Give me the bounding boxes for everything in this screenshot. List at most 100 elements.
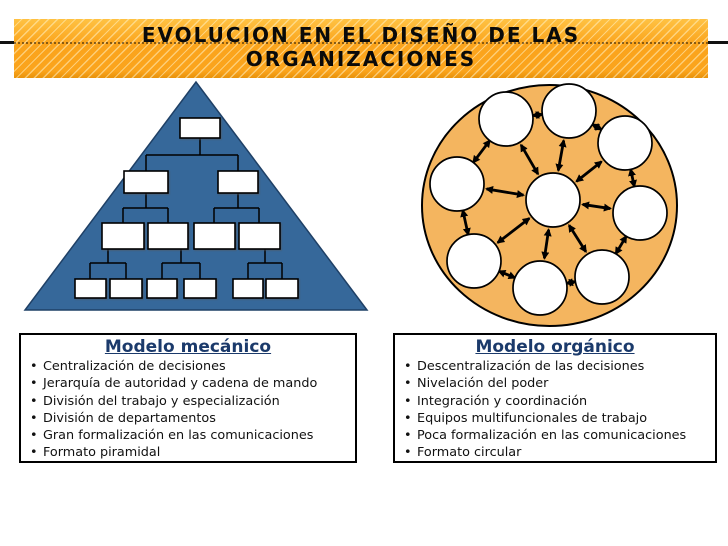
bullet-item: • Nivelación del poder (404, 375, 713, 392)
team-node (541, 83, 597, 139)
double-arrow (567, 223, 588, 254)
org-box-level-4 (232, 278, 264, 299)
bullet-dot: • (30, 410, 38, 426)
bullet-text: División del trabajo y especialización (43, 393, 280, 409)
organic-model-box: Modelo orgánico • Descentralización de la… (393, 333, 717, 463)
title-banner: EVOLUCION EN EL DISEÑO DE LAS ORGANIZACI… (14, 19, 708, 78)
mechanical-bullet-list: • Centralización de decisiones • Jerarquía … (21, 357, 355, 462)
bullet-text: Gran formalización en las comunicaciones (43, 428, 314, 444)
org-box-level-1 (179, 117, 221, 139)
slide-title-line1: EVOLUCION EN EL DISEÑO DE LAS (141, 23, 581, 47)
bullet-dot: • (30, 359, 38, 374)
bullet-item: • Equipos multifuncionales de trabajo (404, 410, 713, 427)
team-node (597, 115, 653, 171)
double-arrow (591, 122, 603, 132)
org-box-level-3 (193, 222, 236, 250)
bullet-item: • Centralización de decisiones (30, 358, 353, 375)
divider-line-right (705, 41, 728, 44)
slide-title-line2: ORGANIZACIONES (245, 46, 477, 71)
bullet-dot: • (404, 359, 412, 374)
bullet-text: Equipos multifuncionales de trabajo (417, 410, 648, 426)
bullet-text: Nivelación del poder (417, 376, 549, 392)
bullet-text: Formato circular (417, 445, 522, 461)
double-arrow (628, 167, 637, 189)
bullet-text: División de departamentos (43, 410, 216, 426)
org-box-level-4 (265, 278, 299, 299)
bullet-text: Jerarquía de autoridad y cadena de mando (43, 376, 318, 392)
bullet-text: Poca formalización en las comunicaciones (417, 428, 687, 444)
team-node (478, 91, 534, 147)
double-arrow (565, 278, 577, 287)
org-box-level-2 (217, 170, 259, 194)
bullet-dot: • (30, 376, 38, 392)
bullet-text: Integración y coordinación (417, 393, 588, 409)
team-node (574, 249, 630, 305)
connector-line (213, 193, 260, 223)
org-box-level-4 (109, 278, 143, 299)
org-box-level-2 (123, 170, 169, 194)
double-arrow (531, 110, 544, 120)
team-node (429, 156, 485, 212)
bullet-dot: • (404, 410, 412, 426)
double-arrow (485, 186, 525, 198)
bullet-item: • Formato piramidal (30, 444, 353, 461)
double-arrow (496, 217, 531, 244)
bullet-item: • Integración y coordinación (404, 393, 713, 410)
connector-line (247, 249, 283, 279)
banner-dotted-line (14, 42, 708, 44)
bullet-dot: • (30, 428, 38, 444)
bullet-item: • Poca formalización en las comunicacione… (404, 427, 713, 444)
bullet-item: • División del trabajo y especialización (30, 393, 353, 410)
mechanical-pyramid-diagram (23, 80, 369, 311)
bullet-text: Centralización de decisiones (43, 359, 226, 374)
connector-line (145, 138, 239, 171)
bullet-item: • Formato circular (404, 444, 713, 461)
connector-line (89, 249, 127, 279)
org-box-level-4 (183, 278, 217, 299)
bullet-dot: • (404, 428, 412, 444)
bullet-text: Descentralización de las decisiones (417, 359, 645, 374)
double-arrow (519, 143, 540, 176)
connector-line (161, 249, 201, 279)
team-node (446, 233, 502, 289)
bullet-dot: • (404, 393, 412, 409)
org-box-level-4 (146, 278, 178, 299)
org-box-level-4 (74, 278, 107, 299)
org-chart-connectors (89, 138, 283, 279)
double-arrow (472, 139, 491, 164)
bullet-dot: • (404, 376, 412, 392)
double-arrow (541, 228, 552, 260)
double-arrow (555, 138, 567, 173)
double-arrow (497, 269, 517, 280)
org-box-level-3 (147, 222, 189, 250)
team-node (612, 185, 668, 241)
pyramid-shape (23, 80, 369, 311)
bullet-dot: • (30, 445, 38, 461)
team-node (512, 260, 568, 316)
organic-circle-diagram (421, 83, 678, 327)
network-arrows (460, 110, 637, 287)
slide-title: EVOLUCION EN EL DISEÑO DE LAS ORGANIZACI… (14, 23, 708, 71)
mechanical-model-title: Modelo mecánico (104, 337, 272, 357)
organic-bullet-list: • Descentralización de las decisiones • Niv… (395, 357, 715, 462)
hub-node (525, 172, 581, 228)
double-arrow (581, 201, 612, 212)
bullet-item: • Descentralización de las decisiones (404, 358, 713, 375)
connector-line (122, 193, 169, 223)
divider-line-left (0, 41, 17, 44)
network-nodes (429, 83, 668, 316)
org-box-level-3 (238, 222, 281, 250)
double-arrow (460, 208, 471, 237)
bullet-item: • División de departamentos (30, 410, 353, 427)
organic-model-title: Modelo orgánico (475, 337, 635, 357)
mechanical-model-box: Modelo mecánico • Centralización de decis… (19, 333, 357, 463)
double-arrow (614, 234, 628, 256)
bullet-dot: • (30, 393, 38, 409)
bullet-text: Formato piramidal (43, 445, 161, 461)
bullet-item: • Gran formalización en las comunicacione… (30, 427, 353, 444)
bullet-dot: • (404, 445, 412, 461)
org-chart-boxes (74, 117, 299, 299)
org-box-level-3 (101, 222, 145, 250)
double-arrow (575, 160, 603, 183)
